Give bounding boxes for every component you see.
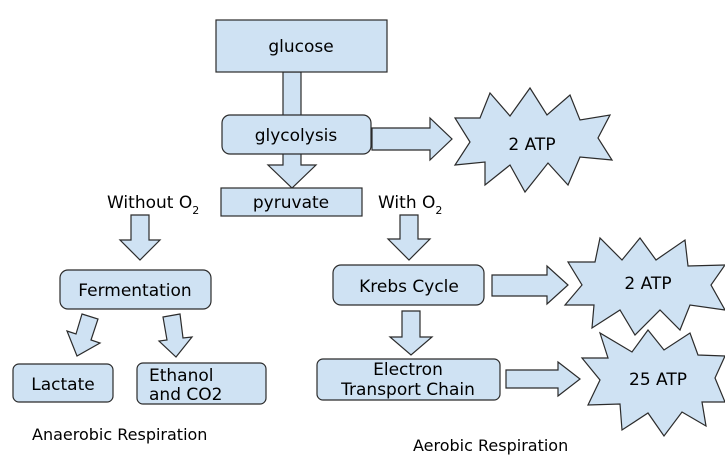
glycolysis-node: glycolysis — [221, 114, 372, 155]
pyruvate-label: pyruvate — [253, 193, 329, 213]
ethanol-label-line1: Ethanol — [149, 366, 214, 386]
krebs-cycle-node: Krebs Cycle — [332, 264, 485, 306]
pyruvate-node: pyruvate — [220, 187, 363, 217]
glucose-label: glucose — [268, 37, 333, 57]
without-oxygen-label: Without O2 — [107, 193, 199, 217]
glycolysis-label: glycolysis — [255, 126, 338, 146]
atp-burst-glycolysis: 2 ATP — [453, 86, 614, 194]
atp-burst-etc: 25 ATP — [580, 329, 725, 438]
electron-transport-chain-node: Electron Transport Chain — [316, 358, 501, 401]
fermentation-label: Fermentation — [78, 281, 191, 301]
with-oxygen-label: With O2 — [378, 193, 442, 217]
atp-label-krebs: 2 ATP — [624, 274, 671, 294]
lactate-label: Lactate — [31, 375, 94, 395]
atp-label-glycolysis: 2 ATP — [508, 135, 555, 155]
lactate-node: Lactate — [12, 363, 114, 403]
glucose-node: glucose — [215, 19, 388, 73]
atp-label-etc: 25 ATP — [629, 370, 687, 390]
krebs-cycle-label: Krebs Cycle — [359, 277, 459, 297]
arrow-to-fermentation — [118, 214, 162, 261]
atp-burst-krebs: 2 ATP — [563, 236, 725, 336]
arrow-krebs-etc — [388, 310, 434, 356]
arrow-to-krebs — [386, 214, 432, 261]
etc-label-line1: Electron — [373, 360, 443, 380]
fermentation-node: Fermentation — [59, 269, 212, 310]
arrow-to-ethanol — [157, 313, 194, 358]
arrow-glycolysis-atp — [371, 116, 453, 162]
ethanol-label-line2: and CO2 — [149, 385, 222, 405]
anaerobic-caption: Anaerobic Respiration — [32, 425, 208, 444]
ethanol-node: Ethanol and CO2 — [136, 362, 267, 405]
arrow-etc-atp — [505, 360, 581, 398]
etc-label-line2: Transport Chain — [340, 380, 475, 400]
aerobic-caption: Aerobic Respiration — [413, 436, 569, 455]
arrow-krebs-atp — [491, 264, 569, 306]
arrow-to-lactate — [65, 313, 102, 357]
